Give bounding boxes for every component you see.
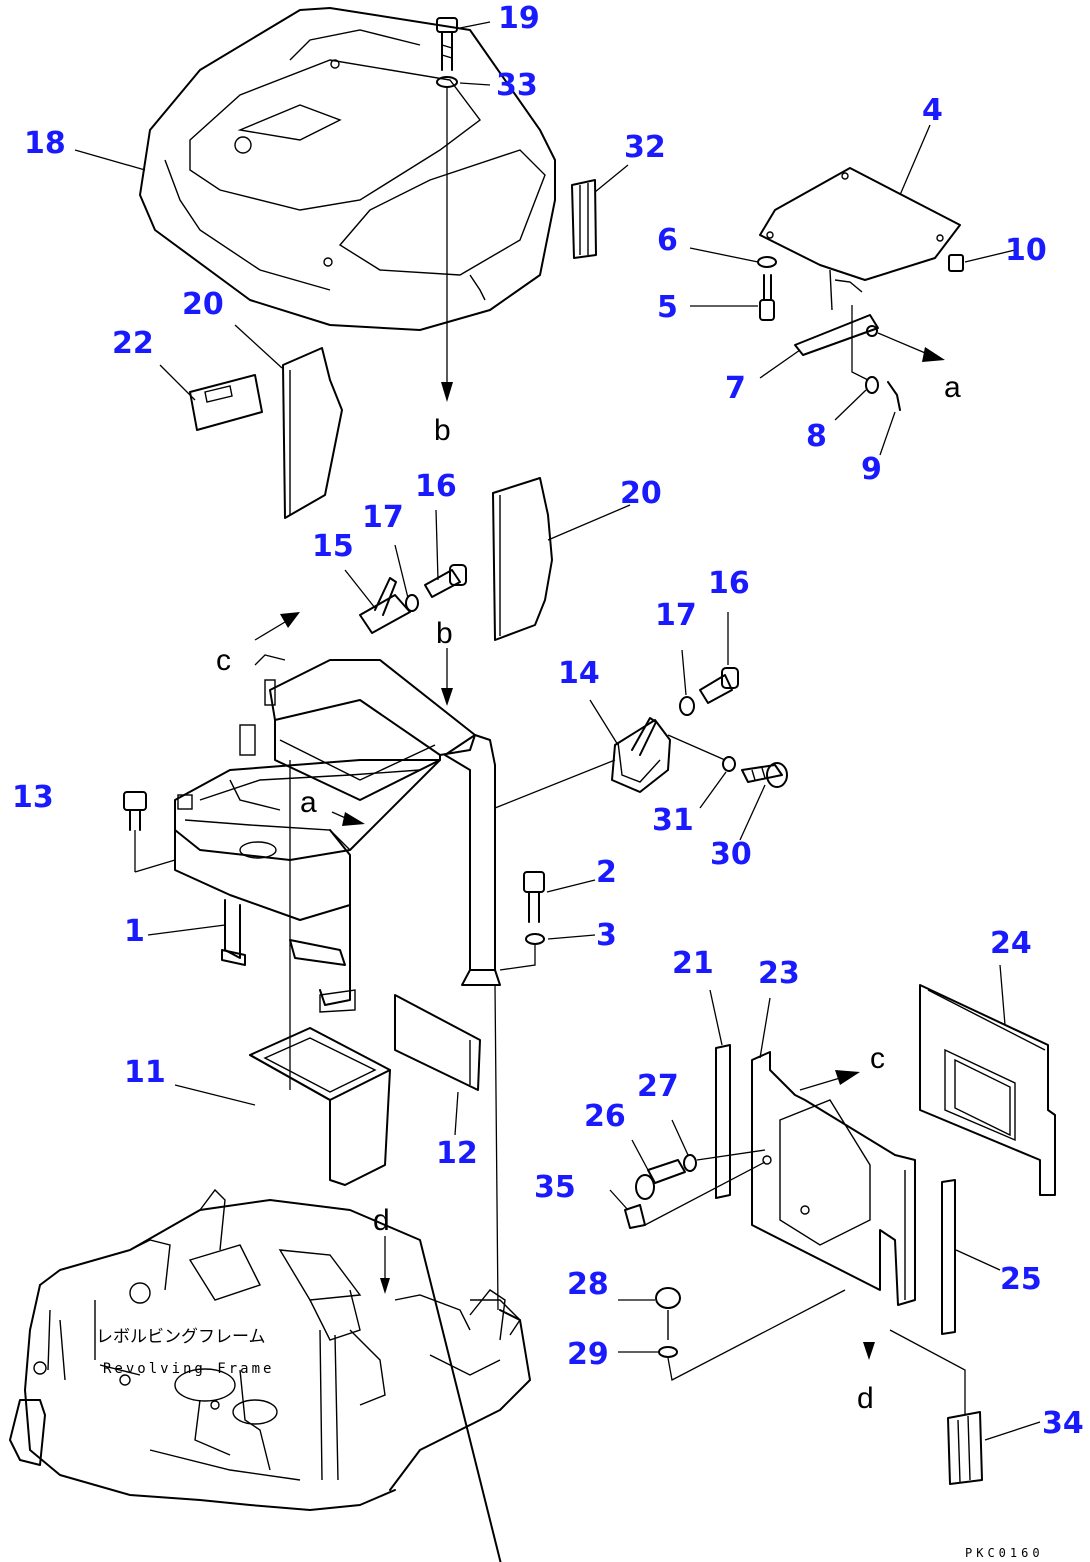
bolt-part-2 [523,871,545,923]
label-part-23: 23 [758,956,800,991]
strip-part-25 [941,1179,956,1335]
connection-letter-c-frame: c [216,644,231,677]
part-labels: 1 2 3 4 5 6 7 8 9 10 11 12 13 14 15 16 1… [12,1,1084,1441]
connection-letter-a-upper: a [944,371,961,404]
bolt-part-16-upper [424,564,467,598]
label-part-3: 3 [596,918,617,953]
label-part-16-upper: 16 [415,469,457,504]
pin-part-8 [865,376,879,394]
drawing-code: PKC0160 [965,1546,1044,1560]
label-part-34: 34 [1042,1406,1084,1441]
arrow-a-frame [331,811,365,826]
connection-letter-d-cover: d [857,1382,874,1415]
clip-part-34 [947,1411,983,1485]
side-panel-part-20-right [492,477,553,641]
bolt-part-19 [436,17,458,71]
connection-letters: a a b b b c c d d [216,371,961,1415]
cover-plate-part-4 [759,167,961,311]
label-part-21: 21 [672,946,714,981]
label-part-17-upper: 17 [362,500,404,535]
washer-part-29 [658,1346,678,1358]
side-panel-part-20-left [282,347,343,519]
label-part-5: 5 [657,290,678,325]
label-part-9: 9 [861,452,882,487]
revolving-frame [9,1188,531,1562]
label-part-7: 7 [725,371,746,406]
leader-lines [74,21,1041,1441]
label-part-20-right: 20 [620,476,662,511]
label-part-28: 28 [567,1267,609,1302]
label-part-1: 1 [124,914,145,949]
washer-part-17-upper [405,594,419,612]
label-part-27: 27 [637,1069,679,1104]
label-part-6: 6 [657,223,678,258]
clip-part-35 [624,1204,646,1229]
washer-part-33 [436,76,458,88]
bolt-part-13 [123,791,147,831]
clip-part-32 [571,179,597,259]
label-part-31: 31 [652,803,694,838]
bolt-part-16-lower [699,667,739,704]
label-part-17-lower: 17 [655,598,697,633]
connection-letter-b-frame: b [436,617,453,650]
seat-stand-frame [174,659,501,1013]
label-part-30: 30 [710,837,752,872]
label-part-29: 29 [567,1337,609,1372]
plate-part-22 [189,374,263,431]
bolt-part-30 [741,762,788,788]
bolt-part-5 [759,274,775,321]
pin-part-9 [887,381,901,411]
nut-part-10 [948,254,964,272]
label-part-11: 11 [124,1055,166,1090]
washer-part-27 [683,1154,697,1172]
strip-part-21 [715,1044,731,1199]
label-part-18: 18 [24,126,66,161]
box-part-11 [249,1027,391,1186]
connection-letter-c-cover: c [870,1042,885,1075]
frame-label-en: Revolving Frame [103,1361,274,1377]
bolt-part-28 [655,1287,681,1340]
label-part-15: 15 [312,529,354,564]
label-part-10: 10 [1005,233,1047,268]
label-part-14: 14 [558,656,600,691]
arrow-c-upper [254,612,300,641]
label-part-4: 4 [922,93,943,128]
bracket-part-14 [611,717,671,793]
label-part-32: 32 [624,130,666,165]
label-part-24: 24 [990,926,1032,961]
label-part-16-lower: 16 [708,566,750,601]
plate-part-12 [394,994,481,1091]
label-part-33: 33 [496,68,538,103]
rod-part-7 [794,314,879,356]
label-part-26: 26 [584,1099,626,1134]
cover-part-23 [751,1051,916,1306]
bolt-part-26 [635,1159,686,1200]
bracket-part-15 [359,577,411,634]
label-part-35: 35 [534,1170,576,1205]
label-part-12: 12 [436,1136,478,1171]
connection-letter-a-frame: a [300,786,317,819]
connection-letter-b-seat: b [434,414,451,447]
washer-part-17-lower [679,696,695,716]
washer-part-6 [757,256,777,268]
frame-label-jp: レボルビングフレーム [96,1327,266,1347]
arrow-d-lower [863,1342,875,1360]
arrow-d-upper [380,1236,390,1294]
washer-part-31 [722,756,736,772]
label-part-13: 13 [12,780,54,815]
cover-part-24 [919,984,1056,1196]
connection-letter-d-frame: d [373,1204,390,1237]
label-part-8: 8 [806,419,827,454]
seat-part-18 [139,7,556,331]
label-part-25: 25 [1000,1262,1042,1297]
label-part-19: 19 [498,1,540,36]
label-part-2: 2 [596,855,617,890]
label-part-20-left: 20 [182,287,224,322]
label-part-22: 22 [112,326,154,361]
washer-part-3 [525,933,545,945]
